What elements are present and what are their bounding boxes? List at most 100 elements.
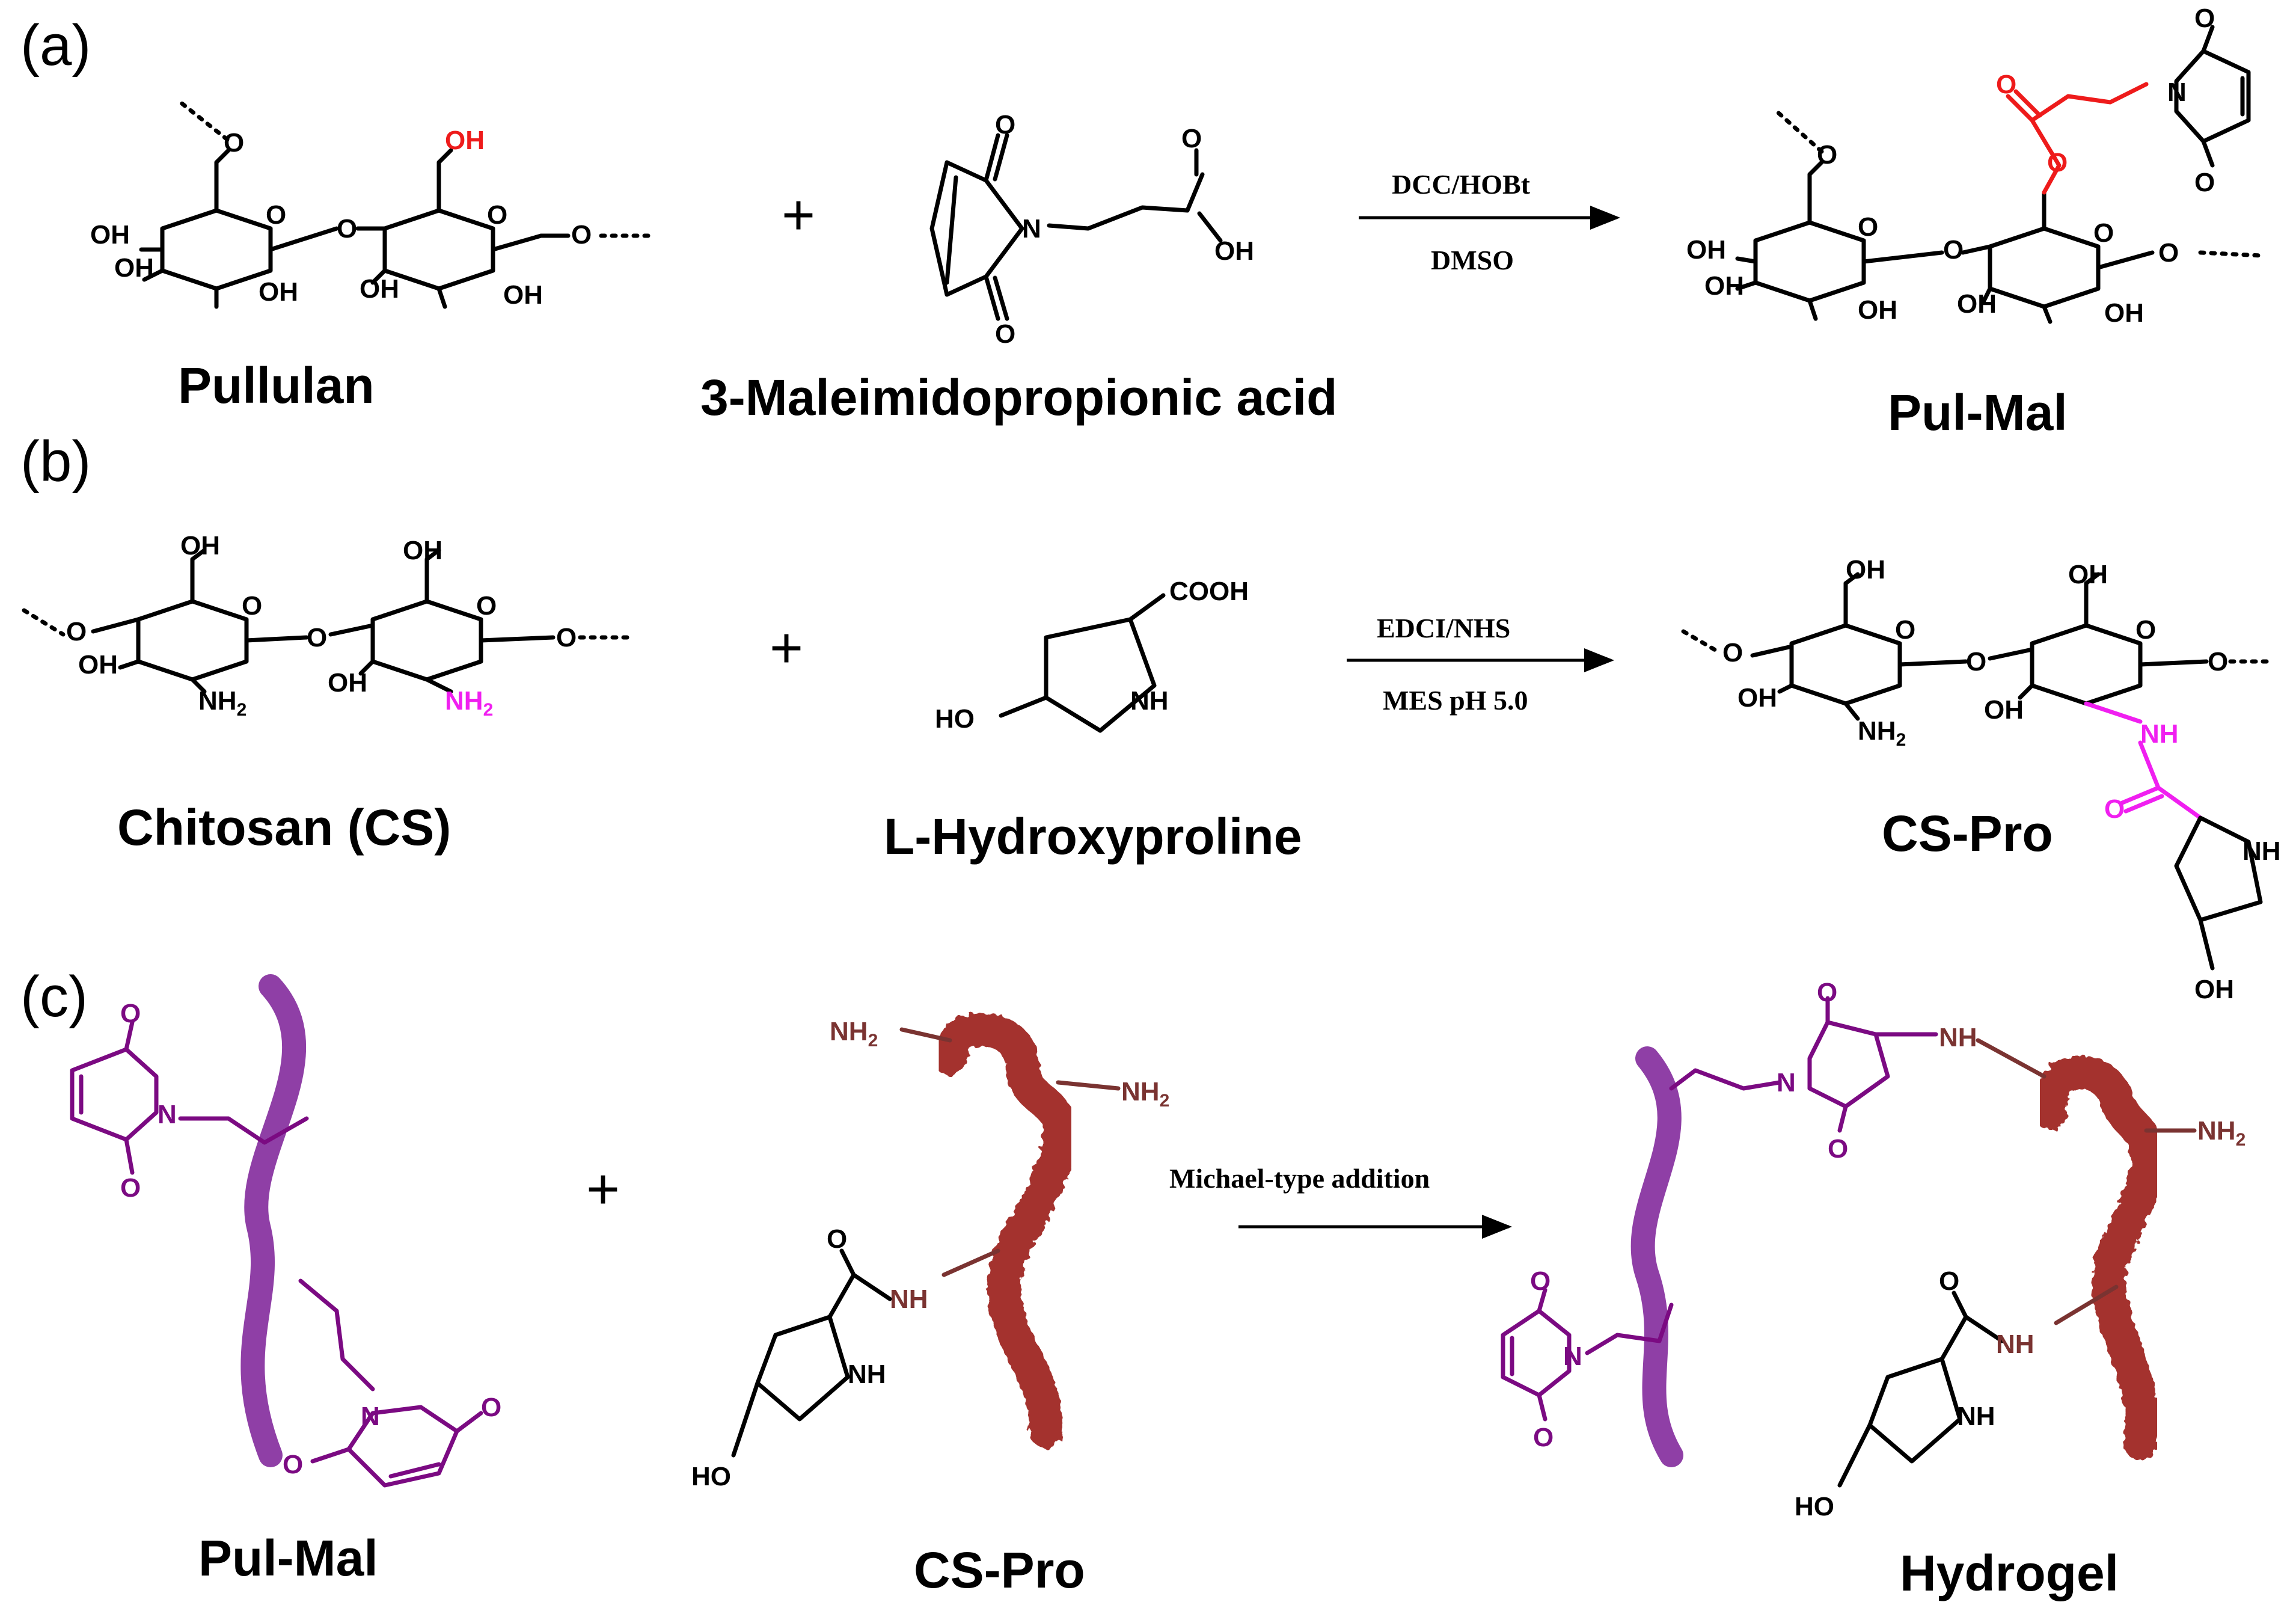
map-n: N	[1022, 214, 1041, 244]
csc-nh2-1: NH2	[830, 1017, 878, 1051]
pullulan-oh-3: OH	[259, 277, 298, 307]
hg-succ-co-bottom	[1837, 1104, 1848, 1133]
cs-ch2oh-2	[424, 548, 441, 562]
csc-amide-carbonyl	[839, 1248, 856, 1277]
cs-end-bond-left	[91, 617, 141, 634]
map-o-top: O	[995, 110, 1015, 140]
hg-linker-2	[1585, 1303, 1674, 1355]
cs-oh-top-2: OH	[403, 536, 442, 565]
map-o-bottom: O	[995, 319, 1015, 349]
pullulan-ring-2	[382, 208, 495, 291]
pm2-linker	[298, 1278, 375, 1392]
cs-oh-1: OH	[78, 650, 118, 680]
csp-glyco-o: O	[1966, 647, 1986, 677]
pm-oh-bond-2	[1735, 280, 1758, 291]
cs-link	[244, 635, 309, 643]
hg-amide-nh: NH	[1996, 1330, 2034, 1359]
pullulan-oh-1: OH	[90, 220, 130, 250]
panel-c: (c) O N O N O O Pul-Mal +	[20, 965, 2245, 1601]
chitosan-structure: O OH O O OH O O OH OH NH2 NH2	[22, 531, 634, 720]
cs-ring-o-2: O	[476, 591, 497, 621]
plus-sign-a: +	[782, 183, 815, 247]
conditions-a-above: DCC/HOBt	[1392, 169, 1531, 200]
hyp-cooh-bond	[1128, 593, 1166, 622]
hyp-oh-bond	[999, 695, 1049, 718]
pm-o-top: O	[1817, 140, 1837, 170]
csc-pro-ho: HO	[691, 1462, 731, 1491]
cs-pro-chain-drawing: NH2 NH2 NH O NH HO	[691, 1013, 1169, 1491]
pul-mal-name-c: Pul-Mal	[198, 1530, 378, 1586]
csp-oh-top-1: OH	[1846, 555, 1885, 585]
hg-succ-n: N	[1777, 1068, 1796, 1097]
map-co-top	[984, 133, 1000, 183]
pul-mal-product-structure: O O O N O O O O O O OH OH OH OH OH	[1686, 4, 2263, 328]
csp-link-b	[1988, 647, 2034, 661]
pullulan-o-top: O	[224, 128, 244, 158]
pm2-co-left	[310, 1447, 351, 1464]
pullulan-oh-5: OH	[503, 280, 543, 310]
pm-ring-2	[1988, 226, 2101, 309]
cs-oh-bond-1	[118, 659, 141, 670]
plus-sign-b: +	[770, 616, 803, 680]
csp-amide-carbonyl-2	[2123, 794, 2164, 814]
cs-end-o: O	[556, 623, 577, 652]
pm-oh-5: OH	[2104, 298, 2144, 328]
cs-ring-2	[370, 599, 483, 682]
pm-oh-3: OH	[1858, 295, 1897, 325]
conditions-b-above: EDCI/NHS	[1377, 613, 1510, 643]
hg-pro-nh: NH	[1957, 1402, 1995, 1431]
panel-b: (b) O OH O O OH O O OH	[20, 429, 2281, 1004]
csp-amide-linker	[2138, 740, 2203, 820]
csc-pro-nh: NH	[848, 1360, 886, 1389]
maleimidopropionic-acid-structure: O N O O OH	[929, 110, 1254, 349]
pm-oh-1: OH	[1686, 235, 1726, 265]
pm1-co-top	[124, 1020, 135, 1052]
hg-pro-ho: HO	[1795, 1492, 1834, 1521]
pm1-o-top: O	[120, 999, 141, 1028]
pm1-maleimide-ring	[70, 1047, 159, 1142]
cs-nh2-highlight: NH2	[445, 686, 493, 720]
pullulan-oh-highlight: OH	[445, 126, 485, 155]
cs-link-b	[328, 623, 375, 637]
hg-amide-o: O	[1939, 1266, 1959, 1296]
pm1-co-bottom	[124, 1137, 135, 1175]
pm-oh-4: OH	[1957, 289, 1997, 319]
pm-maleimide-ring	[2174, 49, 2251, 144]
csp-ch2oh-2	[2084, 572, 2101, 586]
pullulan-name: Pullulan	[178, 357, 375, 414]
csp-ring-o-1: O	[1895, 615, 1915, 645]
csc-pro-oh-bond	[731, 1381, 760, 1458]
pm-end-dash-right	[2198, 250, 2263, 258]
pullulan-oh-bond-4	[370, 268, 387, 285]
cs-ring-1	[136, 599, 249, 682]
pm2-o-right: O	[481, 1393, 501, 1422]
hg-pro-oh-bond	[1837, 1423, 1872, 1488]
pm-oh-bond-5	[2042, 304, 2053, 324]
hyp-cooh: COOH	[1169, 577, 1249, 606]
hg-succ-o-top: O	[1817, 978, 1837, 1007]
cs-nh2-bond-1	[190, 677, 207, 694]
cs-o-left: O	[66, 617, 87, 646]
hg-amide-carbonyl	[1952, 1290, 1968, 1319]
hg-mal-co-top	[1537, 1287, 1548, 1313]
pm-mal-n: N	[2167, 78, 2187, 107]
hg-amide-bond	[2054, 1284, 2119, 1325]
conditions-a-below: DMSO	[1431, 245, 1514, 275]
hyp-ho: HO	[935, 704, 975, 734]
map-co-bottom-2	[993, 275, 1009, 321]
csp-ring-1	[1789, 623, 1902, 706]
hydrogel-pullulan-chain	[1630, 1046, 1683, 1467]
map-ring-double	[944, 175, 958, 285]
pm2-n: N	[361, 1402, 380, 1431]
csp-o-left: O	[1722, 638, 1743, 667]
pullulan-glyco-o: O	[337, 214, 357, 244]
cs-pro-name-b: CS-Pro	[1882, 805, 2053, 862]
csp-pro-oh: OH	[2194, 975, 2234, 1004]
conditions-c-above: Michael-type addition	[1169, 1163, 1430, 1194]
pm-mal-o-top: O	[2194, 4, 2215, 33]
pullulan-end-dash-left	[178, 100, 230, 142]
pullulan-oh-bond-2	[142, 268, 165, 282]
pullulan-ch2oh-2	[436, 148, 453, 165]
cs-ring-o-1: O	[242, 591, 262, 621]
pullulan-oh-bond-5	[436, 286, 447, 309]
